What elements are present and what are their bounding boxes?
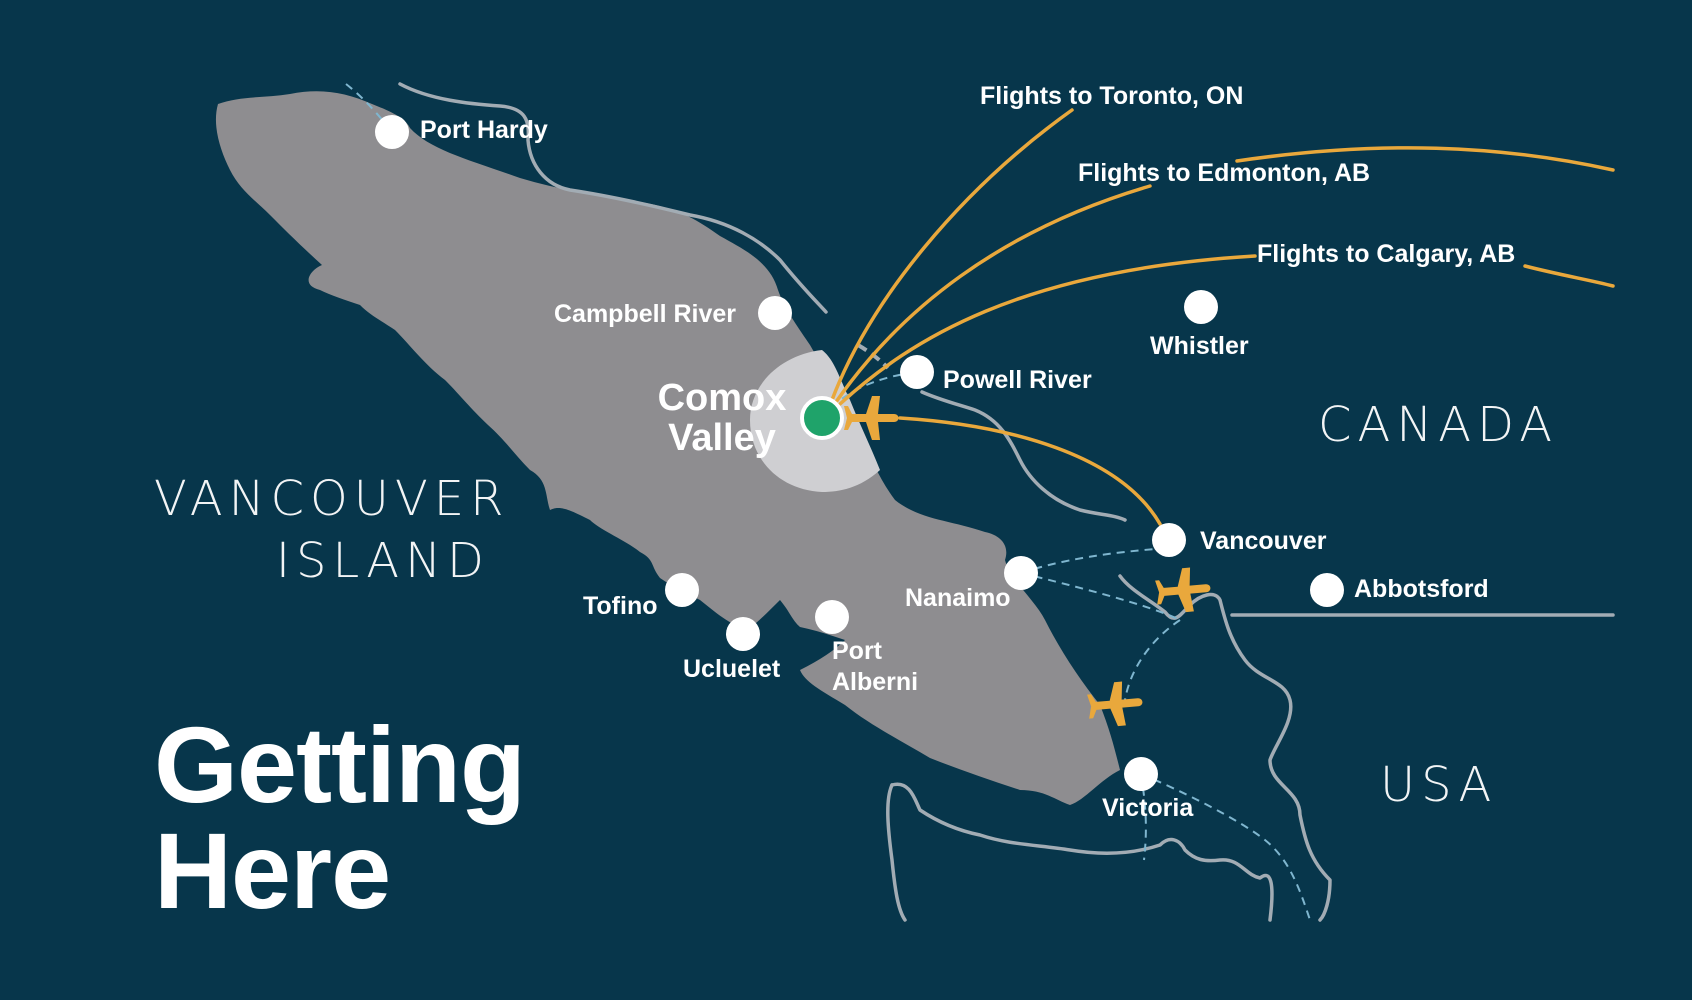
airplane-icon [1155, 567, 1211, 613]
city-marker-ucluelet[interactable] [726, 617, 760, 651]
route-edmonton [834, 184, 1152, 404]
comox-valley-marker[interactable] [800, 396, 844, 440]
city-marker-whistler[interactable] [1184, 290, 1218, 324]
route-vancouver [898, 416, 1162, 526]
city-label-abbotsford[interactable]: Abbotsford [1354, 575, 1489, 603]
flight-label-toronto: Flights to Toronto, ON [980, 82, 1244, 110]
route-edmonton-ext [1235, 146, 1615, 172]
page-title: Getting Here [154, 704, 526, 931]
city-label-nanaimo[interactable]: Nanaimo [905, 584, 1011, 612]
airplane-icon [844, 396, 899, 440]
port-alberni-line1: Port [832, 637, 882, 665]
airplane-icon [1087, 681, 1143, 727]
city-label-victoria[interactable]: Victoria [1102, 794, 1194, 822]
flight-routes [830, 108, 1615, 526]
region-label-canada: CANADA [1318, 397, 1559, 453]
route-toronto [830, 108, 1074, 402]
port-alberni-line2: Alberni [832, 668, 919, 696]
city-marker-port-alberni[interactable] [815, 600, 849, 634]
city-label-powell-river[interactable]: Powell River [943, 366, 1092, 394]
comox-valley-label: Comox Valley [652, 378, 792, 458]
region-label-usa: USA [1380, 757, 1498, 813]
vancouver-island-landmass [215, 91, 1121, 806]
city-label-port-alberni[interactable]: Port Alberni [832, 636, 918, 698]
city-label-ucluelet[interactable]: Ucluelet [683, 655, 781, 683]
region-label-line: VANCOUVER [154, 471, 510, 527]
city-label-campbell-river[interactable]: Campbell River [554, 300, 737, 328]
city-label-tofino[interactable]: Tofino [583, 592, 658, 620]
comox-label-line1: Comox [657, 377, 787, 419]
city-marker-vancouver[interactable] [1152, 523, 1186, 557]
flight-label-calgary: Flights to Calgary, AB [1257, 240, 1516, 268]
mainland-coastline [398, 82, 1615, 922]
title-line2: Here [154, 810, 391, 931]
flight-label-edmonton: Flights to Edmonton, AB [1078, 159, 1371, 187]
route-calgary-ext [1523, 264, 1615, 288]
city-marker-powell-river[interactable] [900, 355, 934, 389]
city-label-vancouver[interactable]: Vancouver [1200, 527, 1327, 555]
city-marker-victoria[interactable] [1124, 757, 1158, 791]
city-marker-tofino[interactable] [665, 573, 699, 607]
city-marker-nanaimo[interactable] [1004, 556, 1038, 590]
route-calgary [838, 254, 1257, 406]
city-label-whistler[interactable]: Whistler [1150, 332, 1249, 360]
city-marker-campbell-river[interactable] [758, 296, 792, 330]
comox-label-line2: Valley [668, 417, 776, 459]
region-label-vancouver-island: VANCOUVER ISLAND [154, 470, 510, 590]
city-marker-abbotsford[interactable] [1310, 573, 1344, 607]
title-line1: Getting [154, 704, 526, 825]
region-label-line: ISLAND [275, 533, 490, 589]
city-marker-port-hardy[interactable] [375, 115, 409, 149]
city-label-port-hardy[interactable]: Port Hardy [420, 116, 548, 144]
